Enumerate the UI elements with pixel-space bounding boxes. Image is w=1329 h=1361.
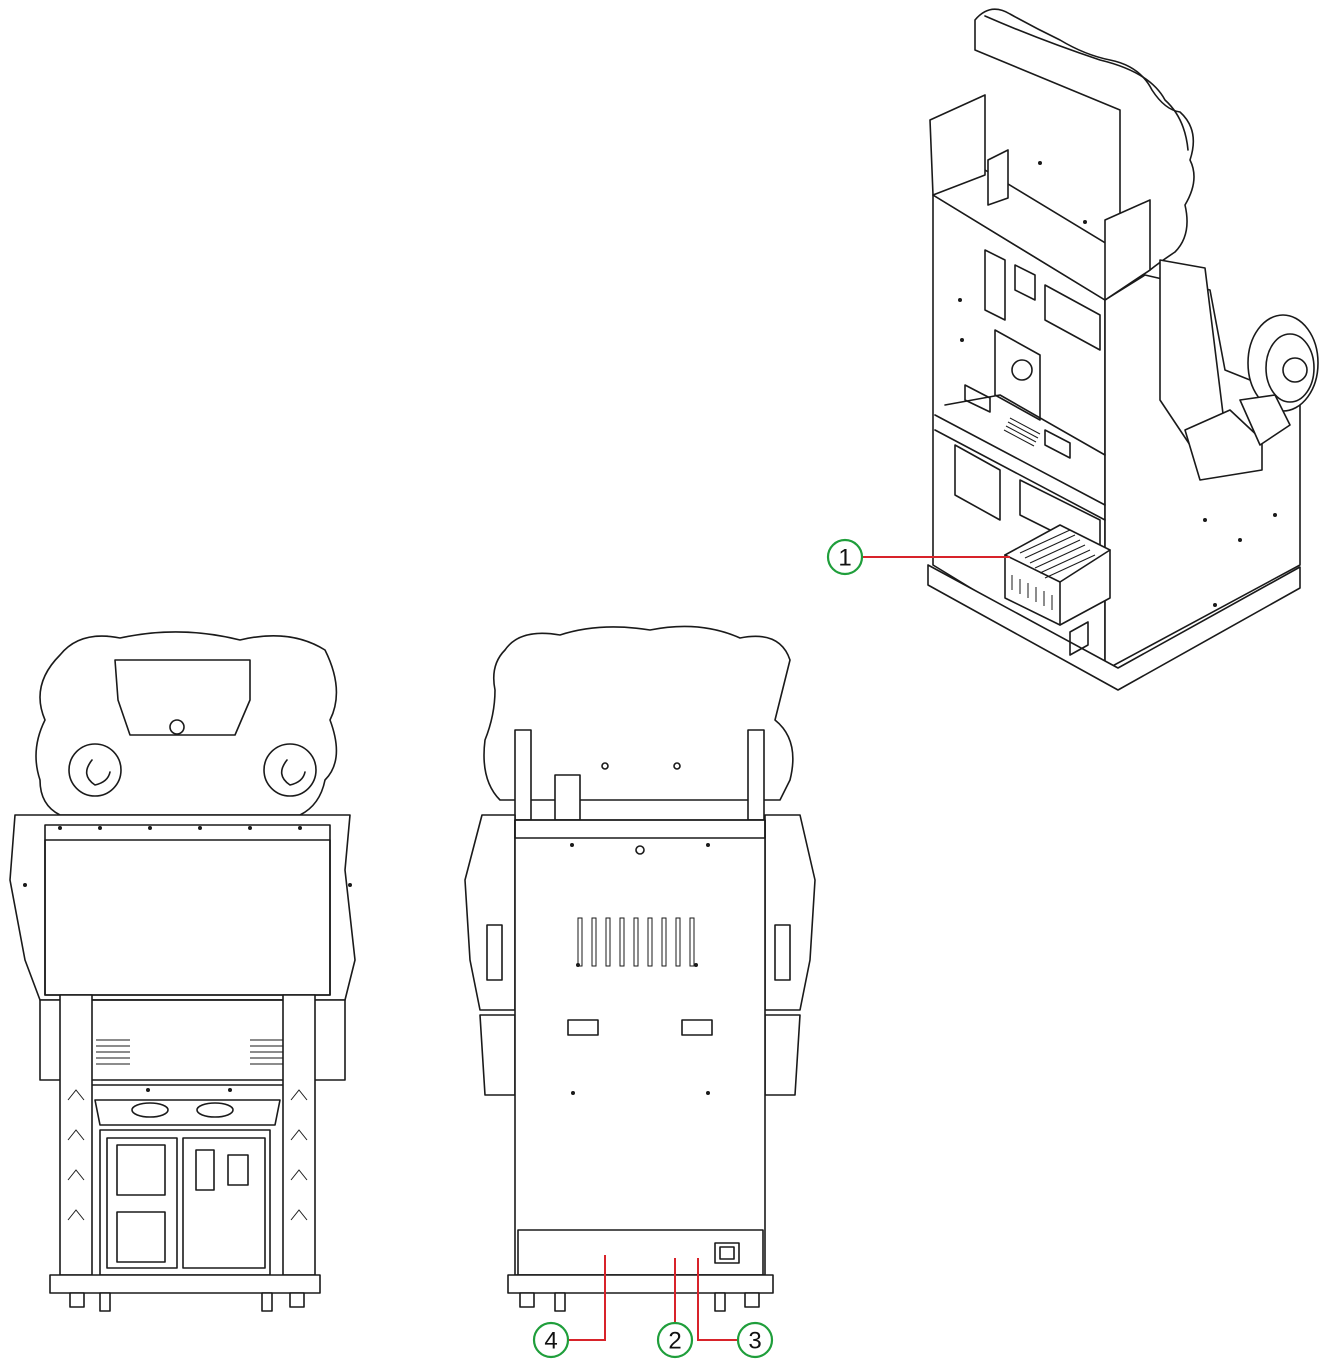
callout-number-3: 3: [748, 1328, 761, 1355]
front-coin-door: [99, 1129, 271, 1276]
callout-number-2: 2: [668, 1328, 681, 1355]
callout-number-1: 1: [838, 545, 851, 572]
iso-base: [927, 564, 1301, 691]
front-monitor-frame: [9, 814, 356, 1001]
callout-circle-3: [736, 1321, 774, 1359]
callout-circle-1: [826, 538, 864, 576]
front-base: [49, 1274, 321, 1294]
front-marquee: [35, 631, 338, 816]
rear-topper: [483, 625, 794, 801]
rear-ac-inlet: [714, 1242, 740, 1264]
callout-number-4: 4: [544, 1328, 557, 1355]
iso-power-supply: [1004, 524, 1111, 626]
leader-line-4: [568, 1255, 606, 1341]
isometric-rear-view: [927, 8, 1319, 691]
front-view: [9, 631, 356, 1312]
callout-circle-4: [532, 1321, 570, 1359]
rear-panel: [514, 819, 766, 1276]
callouts: 1 4 2 3: [532, 538, 1010, 1359]
rear-view: [464, 625, 816, 1312]
callout-circle-2: [656, 1321, 694, 1359]
leader-line-3: [697, 1258, 738, 1341]
